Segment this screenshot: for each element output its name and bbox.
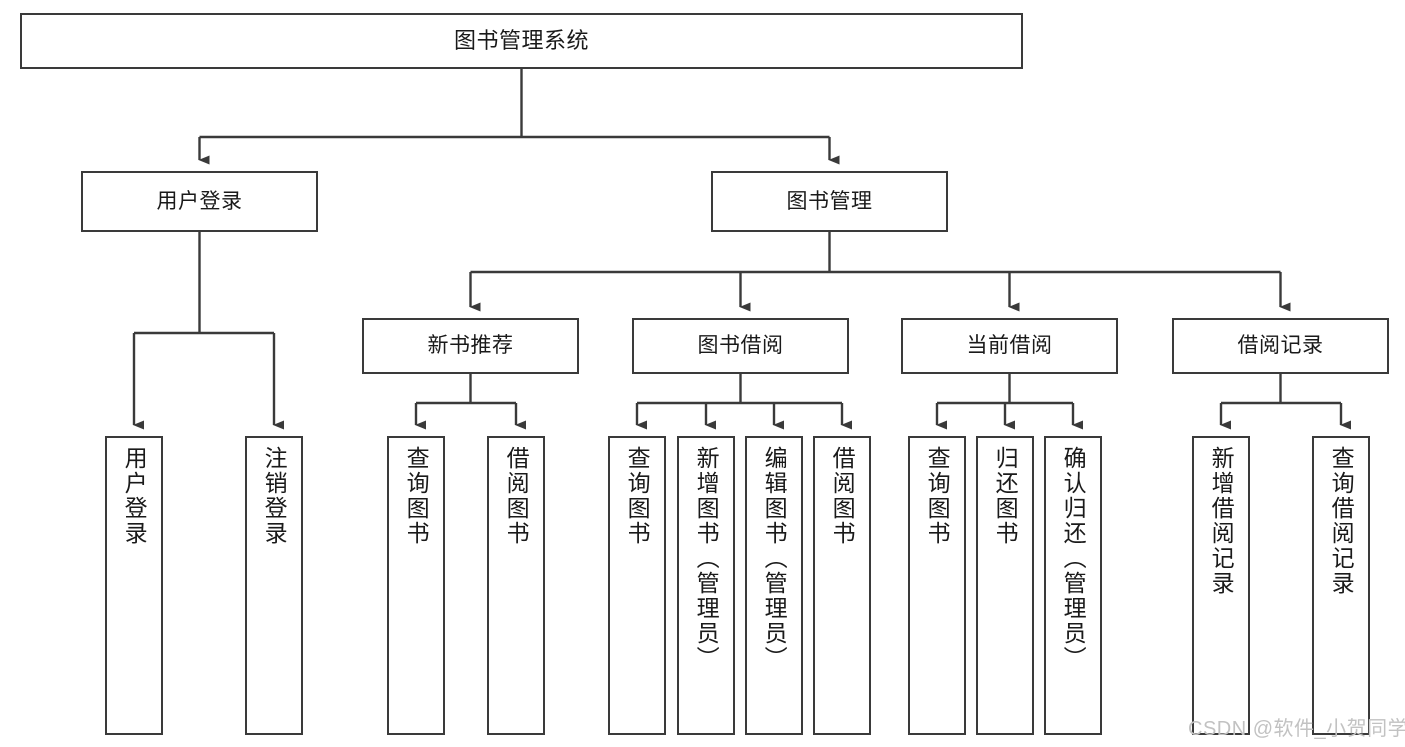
node-label: 借阅记录 <box>1237 334 1324 358</box>
node-label: 用户登录 <box>156 189 243 213</box>
node-leaf-query-3[interactable]: 查询图书 <box>908 436 966 735</box>
node-label: 归还图书 <box>992 446 1019 546</box>
node-leaf-return[interactable]: 归还图书 <box>976 436 1034 735</box>
node-leaf-user-login[interactable]: 用户登录 <box>105 436 163 735</box>
node-label: 借阅图书 <box>503 446 530 546</box>
node-label: 新增借阅记录 <box>1208 446 1235 596</box>
node-book-manage[interactable]: 图书管理 <box>711 171 948 232</box>
node-leaf-query-rec[interactable]: 查询借阅记录 <box>1312 436 1370 735</box>
node-label: 当前借阅 <box>966 334 1053 358</box>
node-label: 查询图书 <box>624 446 651 546</box>
node-borrow-record[interactable]: 借阅记录 <box>1172 318 1389 374</box>
node-new-book-rec[interactable]: 新书推荐 <box>362 318 579 374</box>
node-label: 确认归还（管理员） <box>1060 446 1087 671</box>
node-leaf-edit-book[interactable]: 编辑图书（管理员） <box>745 436 803 735</box>
node-label: 图书管理系统 <box>453 27 589 53</box>
node-leaf-logout[interactable]: 注销登录 <box>245 436 303 735</box>
node-label: 用户登录 <box>121 446 148 546</box>
node-label: 查询图书 <box>924 446 951 546</box>
node-current-borrow[interactable]: 当前借阅 <box>901 318 1118 374</box>
node-label: 借阅图书 <box>829 446 856 546</box>
node-book-borrow[interactable]: 图书借阅 <box>632 318 849 374</box>
node-leaf-confirm[interactable]: 确认归还（管理员） <box>1044 436 1102 735</box>
node-leaf-query-1[interactable]: 查询图书 <box>387 436 445 735</box>
node-leaf-borrow-2[interactable]: 借阅图书 <box>813 436 871 735</box>
node-leaf-add-book[interactable]: 新增图书（管理员） <box>677 436 735 735</box>
node-leaf-borrow-1[interactable]: 借阅图书 <box>487 436 545 735</box>
node-label: 新书推荐 <box>427 334 514 358</box>
node-label: 注销登录 <box>261 446 288 546</box>
watermark: CSDN @软件_小贺同学 <box>1188 718 1405 740</box>
node-label: 查询借阅记录 <box>1328 446 1355 596</box>
node-root[interactable]: 图书管理系统 <box>20 13 1023 69</box>
node-label: 新增图书（管理员） <box>693 446 720 671</box>
node-leaf-query-2[interactable]: 查询图书 <box>608 436 666 735</box>
node-label: 编辑图书（管理员） <box>761 446 788 671</box>
node-label: 图书借阅 <box>697 334 784 358</box>
node-label: 查询图书 <box>403 446 430 546</box>
node-user-login[interactable]: 用户登录 <box>81 171 318 232</box>
node-leaf-add-rec[interactable]: 新增借阅记录 <box>1192 436 1250 735</box>
node-label: 图书管理 <box>786 189 873 213</box>
